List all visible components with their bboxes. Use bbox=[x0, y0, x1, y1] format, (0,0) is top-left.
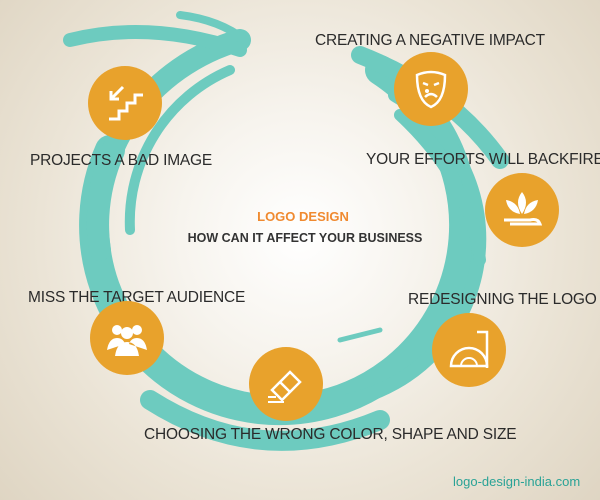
item-label: REDESIGNING THE LOGO bbox=[408, 291, 597, 308]
stairs-down-icon bbox=[88, 66, 162, 140]
website-url[interactable]: logo-design-india.com bbox=[453, 474, 581, 489]
people-group-icon bbox=[90, 301, 164, 375]
item-label: CREATING A NEGATIVE IMPACT bbox=[315, 32, 545, 49]
sad-mask-icon bbox=[394, 52, 468, 126]
item-label: PROJECTS A BAD IMAGE bbox=[30, 152, 213, 169]
item-label: YOUR EFFORTS WILL BACKFIRE bbox=[366, 151, 600, 168]
item-label: MISS THE TARGET AUDIENCE bbox=[28, 289, 246, 306]
eraser-icon bbox=[249, 347, 323, 421]
infographic-title: LOGO DESIGN bbox=[257, 209, 349, 224]
plant-hand-icon bbox=[485, 173, 559, 247]
protractor-ruler-icon bbox=[432, 313, 506, 387]
infographic-subtitle: HOW CAN IT AFFECT YOUR BUSINESS bbox=[187, 231, 423, 245]
item-label: CHOOSING THE WRONG COLOR, SHAPE AND SIZE bbox=[144, 426, 517, 443]
